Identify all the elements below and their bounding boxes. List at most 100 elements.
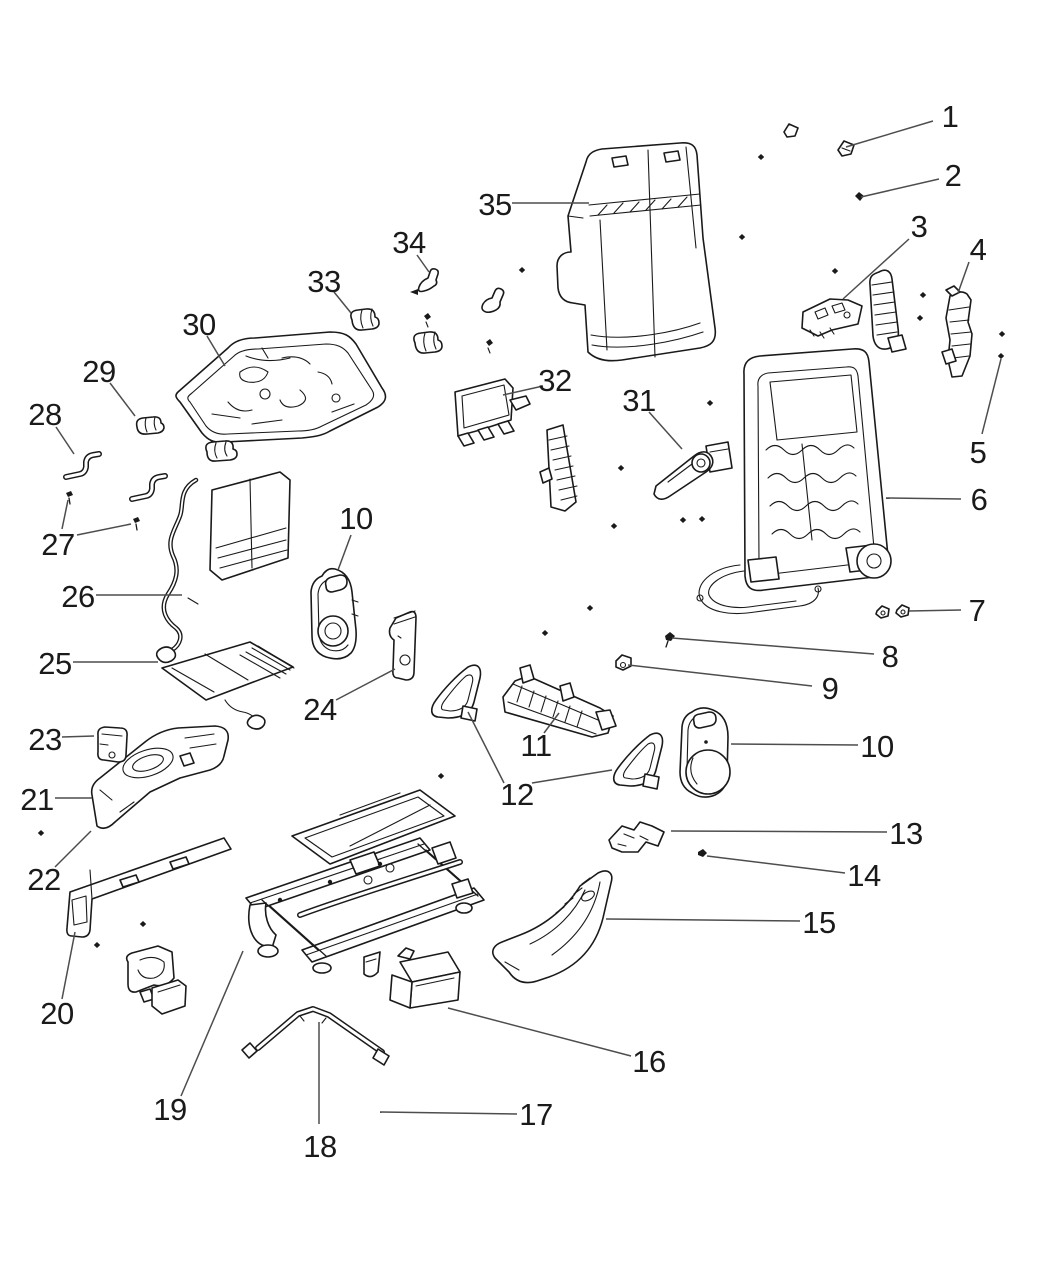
leader-line-6 — [885, 497, 962, 500]
callout-13: 13 — [889, 816, 922, 851]
callout-28: 28 — [28, 397, 61, 432]
callout-15: 15 — [802, 905, 835, 940]
callout-34: 34 — [392, 225, 426, 260]
part-rear-bracket-16 — [389, 947, 461, 1009]
part-recliner-handle-bezel-left — [310, 567, 359, 660]
part-side-trim — [492, 870, 613, 984]
callout-4: 4 — [970, 232, 987, 267]
fastener-dot — [139, 921, 147, 927]
leader-line-34 — [416, 254, 430, 273]
part-nut-7 — [875, 604, 910, 619]
part-hook-clip-34 — [410, 268, 439, 295]
callout-18: 18 — [303, 1129, 336, 1164]
callout-16: 16 — [632, 1044, 665, 1079]
part-seat-cushion-pan — [175, 331, 387, 462]
fastener-dots — [37, 154, 1006, 948]
callout-30: 30 — [182, 307, 216, 342]
leader-line-33 — [333, 291, 352, 314]
part-z-bracket-28 — [63, 451, 102, 480]
fastener-dot — [617, 465, 625, 471]
part-screw-2 — [855, 192, 864, 201]
fastener-dot — [998, 331, 1006, 337]
callout-5: 5 — [970, 435, 987, 470]
leader-line-14 — [706, 855, 846, 874]
leader-line-2 — [860, 178, 940, 198]
part-inflator-strip — [539, 424, 578, 512]
fastener-dot — [679, 517, 687, 523]
callout-22: 22 — [27, 862, 60, 897]
part-latch-handle-left — [430, 664, 482, 722]
callout-25: 25 — [38, 646, 71, 681]
callout-2: 2 — [945, 158, 962, 193]
part-anchor-bracket — [388, 610, 417, 681]
part-lower-strip-20 — [66, 837, 232, 938]
part-side-shield-outer — [90, 725, 230, 830]
part-support-strap — [241, 1006, 390, 1066]
leader-line-30 — [206, 335, 226, 367]
part-headrest-module — [801, 298, 863, 339]
callout-6: 6 — [971, 482, 988, 517]
fastener-dot — [706, 400, 714, 406]
fastener-dot — [738, 234, 746, 240]
part-bushing-33 — [350, 308, 380, 331]
leader-line-27 — [61, 499, 69, 530]
part-seat-track-adjuster — [245, 789, 485, 974]
leader-line-9 — [627, 664, 813, 687]
leader-line-24 — [335, 668, 396, 701]
part-small-housings — [125, 945, 381, 1015]
part-screw-27 — [66, 491, 140, 531]
fastener-dot — [916, 315, 924, 321]
callout-27: 27 — [41, 527, 74, 562]
part-small-bracket-23 — [97, 726, 128, 763]
leader-line-31 — [648, 411, 683, 450]
leader-line-10 — [337, 534, 352, 571]
fastener-dot — [586, 605, 594, 611]
callout-19: 19 — [153, 1092, 186, 1127]
fastener-dot — [541, 630, 549, 636]
leader-line-20 — [61, 931, 76, 1000]
part-recliner-shield-right — [679, 707, 731, 798]
leader-line-11 — [543, 712, 560, 734]
leader-line-1 — [845, 120, 934, 148]
callout-1: 1 — [942, 99, 959, 134]
fastener-dot — [37, 830, 45, 836]
part-seat-back-cover — [556, 142, 717, 362]
leader-line-32 — [502, 385, 544, 396]
callout-33: 33 — [307, 264, 340, 299]
part-winged-bracket — [608, 821, 665, 853]
callout-8: 8 — [882, 639, 899, 674]
part-segmented-guide-strip — [869, 269, 907, 353]
part-seat-back-frame — [696, 348, 892, 615]
part-module-bracket — [454, 378, 531, 447]
part-bushing-lower — [413, 313, 443, 354]
fastener-dot — [437, 773, 445, 779]
part-hose-clip — [481, 287, 505, 354]
callout-20: 20 — [40, 996, 74, 1031]
leader-line-3 — [842, 238, 910, 300]
callout-7: 7 — [969, 593, 986, 628]
callout-29: 29 — [82, 354, 115, 389]
fastener-dot — [919, 292, 927, 298]
fastener-dot — [997, 353, 1005, 359]
part-nut-9 — [615, 654, 632, 671]
leader-line-12 — [467, 711, 505, 784]
callout-21: 21 — [20, 782, 53, 817]
callout-23: 23 — [28, 722, 61, 757]
fastener-dot — [831, 268, 839, 274]
leader-line-22 — [54, 830, 92, 868]
callout-3: 3 — [911, 209, 928, 244]
leader-line-16 — [447, 1007, 632, 1057]
part-headrest-guide — [941, 285, 973, 378]
part-latch-handle-right — [612, 732, 664, 790]
callout-26: 26 — [61, 579, 94, 614]
part-release-lever — [653, 451, 714, 500]
leader-line-28 — [55, 426, 75, 455]
leader-line-4 — [957, 261, 970, 294]
fastener-dot — [698, 516, 706, 522]
fastener-dot — [610, 523, 618, 529]
leader-line-8 — [671, 637, 875, 655]
callout-32: 32 — [538, 363, 571, 398]
leader-line-13 — [670, 830, 888, 833]
part-clip-29 — [135, 416, 165, 435]
